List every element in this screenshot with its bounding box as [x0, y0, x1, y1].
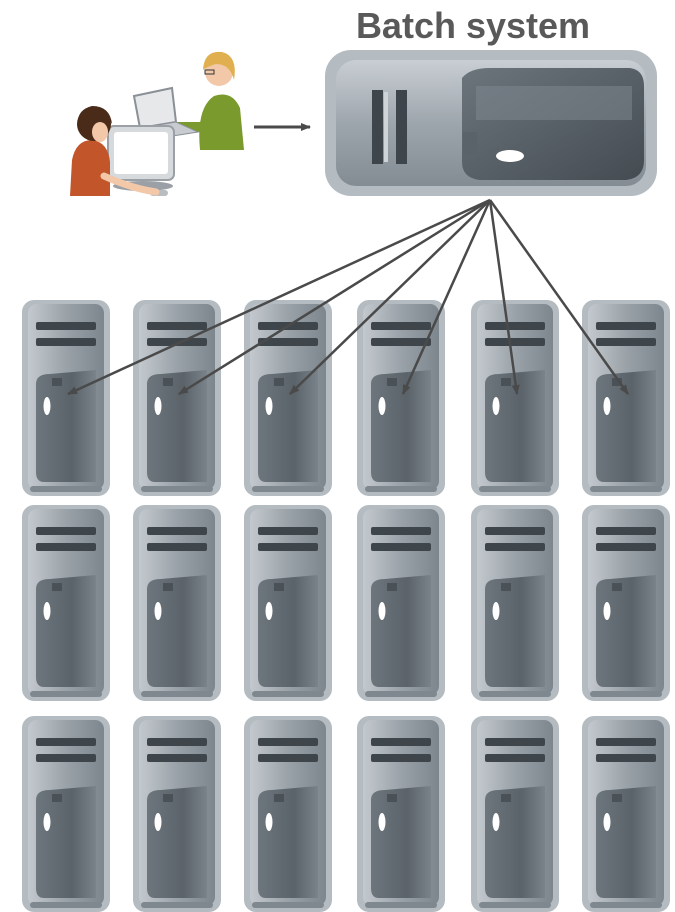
- worker-node-icon: [582, 716, 670, 912]
- worker-node-icon: [471, 505, 559, 701]
- batch-server-icon: [325, 50, 657, 196]
- worker-node-icon: [357, 505, 445, 701]
- worker-node-icon: [471, 300, 559, 496]
- worker-node-icon: [244, 300, 332, 496]
- diagram-title: Batch system: [356, 5, 590, 46]
- worker-node-icon: [471, 716, 559, 912]
- worker-node-icon: [22, 716, 110, 912]
- worker-node-icon: [244, 505, 332, 701]
- worker-node-icon: [582, 505, 670, 701]
- worker-node-icon: [22, 505, 110, 701]
- worker-grid: [22, 300, 670, 912]
- worker-node-icon: [244, 716, 332, 912]
- worker-node-icon: [582, 300, 670, 496]
- worker-node-icon: [357, 716, 445, 912]
- user-blond-icon: [172, 52, 244, 150]
- worker-node-icon: [22, 300, 110, 496]
- worker-node-icon: [133, 716, 221, 912]
- users-at-computers-icon: [70, 52, 244, 196]
- worker-node-icon: [133, 505, 221, 701]
